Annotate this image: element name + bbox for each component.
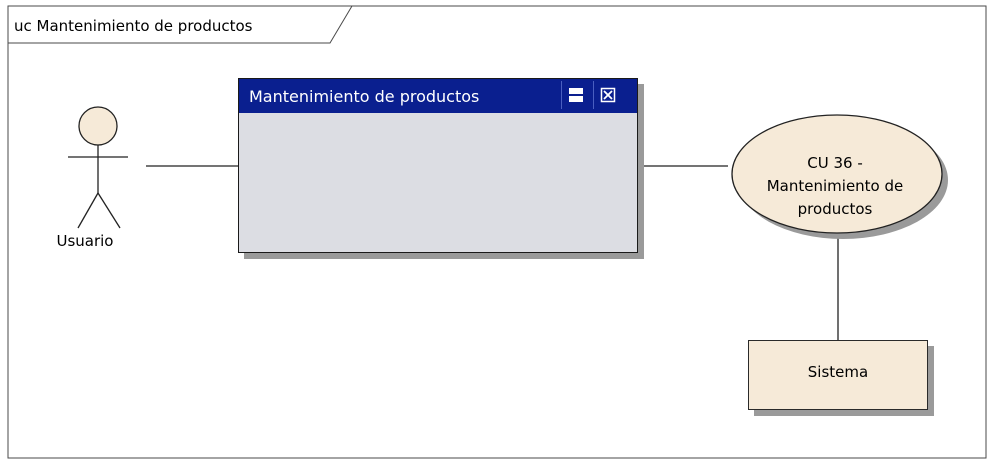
maximize-icon — [569, 88, 583, 102]
usecase-ellipse[interactable] — [731, 114, 943, 234]
frame-label-tab — [8, 5, 353, 44]
close-button[interactable] — [593, 81, 621, 109]
usecase-label-line2: Mantenimiento de — [766, 177, 904, 195]
system-label: Sistema — [807, 363, 869, 381]
window-title: Mantenimiento de productos — [249, 87, 480, 106]
window-titlebar[interactable]: Mantenimiento de productos — [239, 79, 637, 113]
maximize-button[interactable] — [561, 81, 589, 109]
system-box[interactable]: Sistema — [748, 340, 928, 410]
frame-label: uc Mantenimiento de productos — [14, 17, 253, 35]
usecase-label-line3: productos — [797, 200, 873, 218]
actor-label: Usuario — [56, 232, 114, 250]
ui-window-mockup[interactable]: Mantenimiento de productos — [238, 78, 638, 253]
usecase-label: CU 36 - Mantenimiento de productos — [730, 152, 940, 221]
actor-icon[interactable] — [68, 106, 128, 229]
close-icon — [600, 87, 616, 103]
usecase-label-line1: CU 36 - — [807, 154, 863, 172]
diagram-frame — [7, 5, 987, 459]
